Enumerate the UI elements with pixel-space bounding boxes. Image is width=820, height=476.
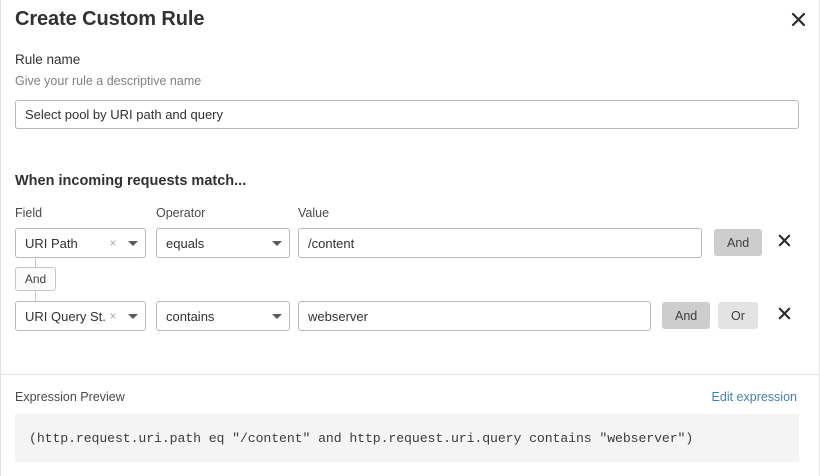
column-header-field: Field (15, 206, 43, 220)
page-title: Create Custom Rule (15, 8, 205, 30)
edit-expression-link[interactable]: Edit expression (711, 390, 797, 404)
operator-select-1[interactable]: equals (156, 228, 290, 258)
clear-icon[interactable]: × (109, 309, 117, 323)
close-button[interactable] (785, 6, 811, 32)
chevron-down-icon[interactable] (265, 313, 289, 319)
group-connector-and-chip[interactable]: And (15, 267, 56, 291)
logic-or-button-2[interactable]: Or (718, 302, 758, 329)
value-input-1[interactable] (298, 228, 702, 258)
clear-icon[interactable]: × (109, 236, 117, 250)
section-divider (1, 374, 819, 375)
column-header-value: Value (298, 206, 330, 220)
rule-name-help-text: Give your rule a descriptive name (15, 74, 202, 88)
logic-and-button-1[interactable]: And (714, 229, 763, 256)
operator-select-1-value: equals (166, 235, 205, 251)
close-icon (791, 12, 806, 27)
operator-select-2[interactable]: contains (156, 301, 290, 331)
delete-condition-button-2[interactable] (773, 301, 795, 329)
delete-condition-button-1[interactable] (773, 228, 795, 256)
field-select-1-value: URI Path (25, 235, 78, 251)
chevron-down-icon[interactable] (121, 240, 145, 246)
rule-name-label: Rule name (15, 52, 81, 67)
column-header-operator: Operator (156, 206, 206, 220)
chevron-down-icon[interactable] (265, 240, 289, 246)
chevron-down-icon[interactable] (121, 313, 145, 319)
field-select-1[interactable]: URI Path × (15, 228, 146, 258)
expression-preview-label: Expression Preview (15, 390, 125, 404)
close-icon (778, 307, 791, 323)
field-select-2-value: URI Query St... (25, 308, 105, 324)
field-select-2[interactable]: URI Query St... × (15, 301, 146, 331)
operator-select-2-value: contains (166, 308, 215, 324)
logic-and-button-2[interactable]: And (662, 302, 711, 329)
close-icon (778, 234, 791, 250)
rule-name-input[interactable] (15, 100, 799, 129)
expression-preview-code: (http.request.uri.path eq "/content" and… (29, 430, 694, 446)
match-heading: When incoming requests match... (15, 173, 247, 189)
value-input-2[interactable] (298, 301, 651, 331)
expression-preview-box: (http.request.uri.path eq "/content" and… (15, 414, 799, 462)
